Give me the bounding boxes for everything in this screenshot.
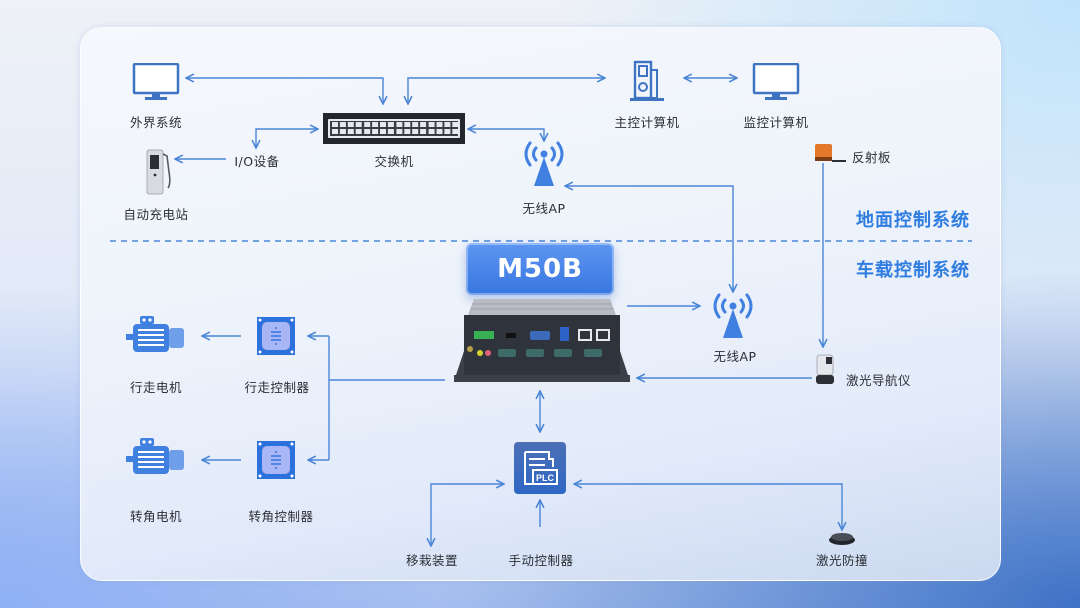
motor-icon (126, 316, 184, 352)
switch-port (364, 122, 371, 127)
switch-port (372, 122, 379, 127)
switch-port (444, 122, 451, 127)
switch-port (420, 129, 427, 134)
label-manual-controller: 手动控制器 (508, 553, 574, 568)
label-wireless-ap-vehicle: 无线AP (713, 349, 757, 364)
label-io-device: I/O设备 (234, 154, 280, 169)
laser-anticollision-icon (829, 533, 855, 545)
svg-text:PLC: PLC (536, 473, 555, 483)
wireless-ap-icon (713, 293, 753, 338)
switch-port (364, 129, 371, 134)
switch-port (428, 122, 435, 127)
switch-port (444, 129, 451, 134)
controller-icon (257, 441, 295, 479)
network-switch-icon (323, 113, 465, 144)
label-external-system: 外界系统 (129, 115, 183, 130)
switch-port (339, 129, 346, 134)
label-steer-motor: 转角电机 (129, 509, 183, 524)
monitor-icon (132, 63, 180, 100)
label-laser-navigator: 激光导航仪 (846, 373, 912, 388)
switch-port (372, 129, 379, 134)
controller-icon (257, 317, 295, 355)
label-wireless-ap-ground: 无线AP (522, 201, 566, 216)
switch-port (436, 122, 443, 127)
switch-port (420, 122, 427, 127)
label-reflector: 反射板 (852, 150, 892, 165)
switch-port (355, 122, 362, 127)
switch-port (436, 129, 443, 134)
switch-port (412, 122, 419, 127)
label-switch: 交换机 (374, 154, 414, 169)
industrial-pc-icon (454, 299, 630, 382)
switch-port (404, 122, 411, 127)
section-title-vehicle: 车载控制系统 (856, 260, 970, 281)
wireless-ap-icon (524, 141, 564, 186)
switch-port (396, 122, 403, 127)
charging-station-icon (146, 149, 171, 195)
monitor-icon (752, 63, 800, 100)
label-charging-station: 自动充电站 (123, 207, 189, 222)
section-title-ground: 地面控制系统 (856, 210, 970, 231)
device-model-badge: M50B (466, 243, 614, 295)
label-master-computer: 主控计算机 (614, 115, 680, 130)
label-laser-anticollision: 激光防撞 (815, 553, 869, 568)
switch-port (347, 129, 354, 134)
label-drive-controller: 行走控制器 (244, 380, 310, 395)
switch-port (380, 122, 386, 127)
label-transfer-device: 移栽装置 (405, 553, 459, 568)
switch-port (396, 129, 403, 134)
switch-port (387, 122, 394, 127)
switch-port (428, 129, 435, 134)
switch-port (412, 129, 419, 134)
switch-port (355, 129, 362, 134)
switch-port (452, 129, 459, 134)
switch-port (332, 122, 338, 127)
switch-port (332, 129, 338, 134)
reflector-icon (815, 144, 846, 162)
switch-port (380, 129, 386, 134)
switch-port (387, 129, 394, 134)
laser-navigator-icon (816, 354, 834, 384)
switch-port (347, 122, 354, 127)
server-tower-icon (630, 60, 664, 101)
label-drive-motor: 行走电机 (129, 380, 183, 395)
label-steer-controller: 转角控制器 (248, 509, 314, 524)
plc-icon: PLC (514, 442, 566, 494)
motor-icon (126, 438, 184, 474)
switch-port (404, 129, 411, 134)
switch-port (339, 122, 346, 127)
switch-port (452, 122, 459, 127)
label-monitor-computer: 监控计算机 (743, 115, 809, 130)
